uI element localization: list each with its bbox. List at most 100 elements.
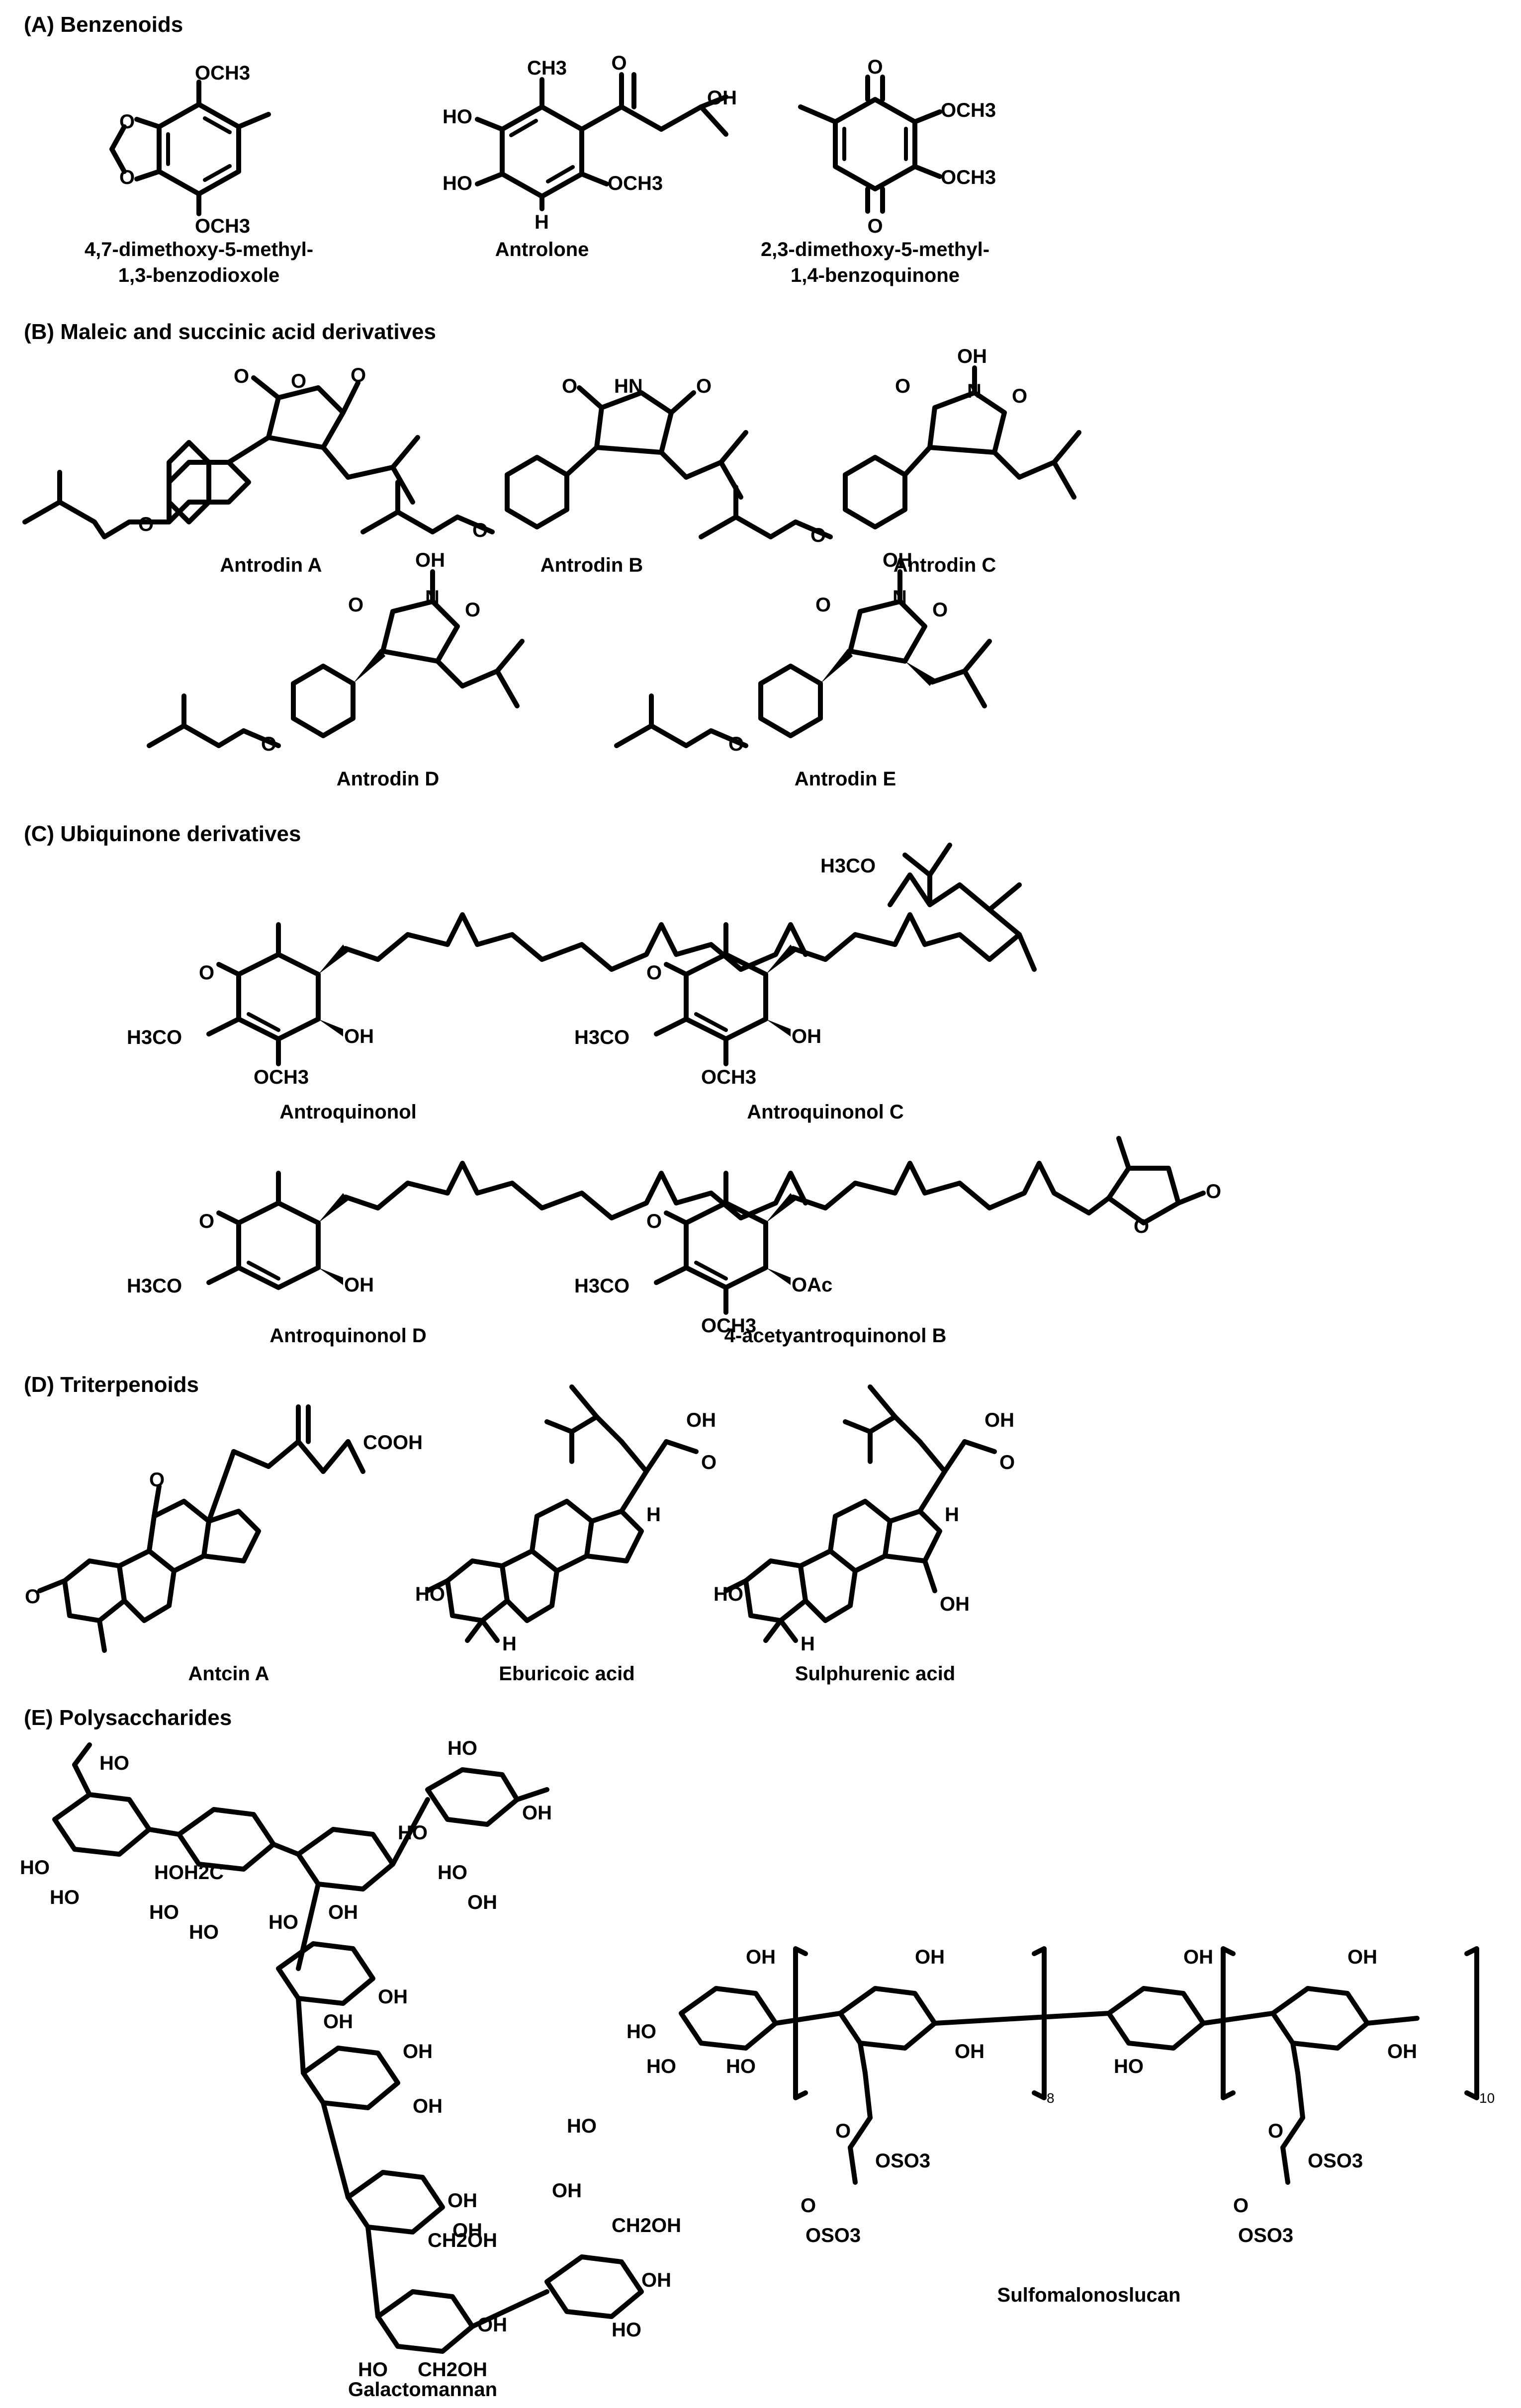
svg-text:O: O <box>810 524 826 546</box>
svg-text:HO: HO <box>415 1583 445 1605</box>
compound-e1-structure: HO HO HO HOH2C HO HO HO HO OH OH HO OH H… <box>20 1737 681 2381</box>
svg-text:O: O <box>1206 1181 1221 1203</box>
svg-text:OCH3: OCH3 <box>608 172 663 194</box>
svg-text:H: H <box>502 1633 517 1655</box>
svg-text:O: O <box>611 52 626 74</box>
section-d-title: (D) Triterpenoids <box>24 1373 199 1397</box>
svg-text:CH2OH: CH2OH <box>612 2215 681 2236</box>
compound-b4-name: Antrodin D <box>337 768 440 790</box>
compound-c2-name: Antroquinonol C <box>747 1101 903 1123</box>
svg-text:O: O <box>562 375 577 397</box>
svg-text:OH: OH <box>467 1892 497 1913</box>
svg-text:OH: OH <box>957 345 987 367</box>
svg-text:HO: HO <box>149 1901 179 1923</box>
compound-d3-structure: HO OH O H H OH <box>714 1384 1015 1655</box>
svg-text:O: O <box>291 370 306 392</box>
svg-text:H3CO: H3CO <box>127 1027 182 1048</box>
svg-text:N: N <box>967 380 982 402</box>
svg-text:O: O <box>999 1452 1015 1473</box>
svg-text:HO: HO <box>443 106 472 128</box>
svg-text:OAc: OAc <box>792 1274 832 1296</box>
svg-text:O: O <box>465 599 480 621</box>
svg-text:HO: HO <box>443 172 472 194</box>
compound-a3-name-line2: 1,4-benzoquinone <box>791 264 960 286</box>
svg-text:OCH3: OCH3 <box>254 1066 309 1088</box>
compound-d3-name: Sulphurenic acid <box>795 1663 955 1685</box>
svg-text:OH: OH <box>1347 1946 1377 1968</box>
svg-text:OH: OH <box>686 1409 716 1431</box>
svg-text:HO: HO <box>268 1911 298 1933</box>
svg-text:H: H <box>945 1504 959 1526</box>
section-a-title: (A) Benzenoids <box>24 12 183 37</box>
svg-text:8: 8 <box>1047 2090 1055 2106</box>
compound-b5-name: Antrodin E <box>795 768 896 790</box>
svg-text:OH: OH <box>328 1901 358 1923</box>
svg-text:OH: OH <box>915 1946 945 1968</box>
svg-text:O: O <box>472 519 488 541</box>
svg-text:O: O <box>646 962 662 984</box>
svg-text:O: O <box>348 594 363 616</box>
svg-text:O: O <box>199 962 214 984</box>
svg-text:HO: HO <box>714 1583 743 1605</box>
svg-text:OCH3: OCH3 <box>701 1315 756 1337</box>
svg-text:O: O <box>867 56 883 78</box>
svg-text:O: O <box>696 375 712 397</box>
svg-text:H3CO: H3CO <box>820 855 876 877</box>
section-b-title: (B) Maleic and succinic acid derivatives <box>24 320 436 344</box>
compound-e2-name: Sulfomalonoslucan <box>997 2284 1181 2306</box>
svg-text:OSO3: OSO3 <box>1308 2150 1363 2172</box>
svg-text:O: O <box>25 1586 40 1608</box>
svg-text:HOH2C: HOH2C <box>154 1862 224 1884</box>
svg-text:H: H <box>801 1633 815 1655</box>
compound-d2-name: Eburicoic acid <box>499 1663 634 1685</box>
svg-text:OSO3: OSO3 <box>1238 2225 1293 2246</box>
svg-text:HO: HO <box>646 2056 676 2077</box>
svg-text:OH: OH <box>746 1946 776 1968</box>
svg-text:HO: HO <box>20 1857 50 1879</box>
svg-text:HO: HO <box>612 2319 641 2341</box>
svg-text:O: O <box>1134 1215 1149 1237</box>
svg-text:H: H <box>535 211 549 233</box>
compound-c4-structure: O H3CO OCH3 OAc O O <box>574 1136 1221 1337</box>
svg-text:O: O <box>138 514 154 535</box>
compound-a3-structure: O O OCH3 OCH3 <box>798 56 996 237</box>
svg-text:HO: HO <box>1114 2056 1144 2077</box>
compound-c2-structure: O H3CO OCH3 OH H3CO <box>574 843 1037 1088</box>
svg-text:OCH3: OCH3 <box>941 99 996 121</box>
svg-text:O: O <box>149 1469 165 1491</box>
svg-text:OCH3: OCH3 <box>941 167 996 188</box>
svg-text:OH: OH <box>415 549 445 571</box>
svg-text:HO: HO <box>50 1887 80 1908</box>
svg-text:HO: HO <box>447 1737 477 1759</box>
svg-text:OH: OH <box>413 2095 443 2117</box>
svg-text:OSO3: OSO3 <box>805 2225 861 2246</box>
compound-b1-structure: O O O O <box>22 364 420 539</box>
svg-text:OCH3: OCH3 <box>701 1066 756 1088</box>
svg-text:OH: OH <box>940 1593 970 1615</box>
svg-text:O: O <box>199 1210 214 1232</box>
section-e-title: (E) Polysaccharides <box>24 1706 232 1730</box>
svg-text:OH: OH <box>344 1026 374 1047</box>
svg-text:O: O <box>801 2195 816 2217</box>
svg-text:O: O <box>646 1210 662 1232</box>
section-c-title: (C) Ubiquinone derivatives <box>24 822 301 846</box>
compound-b3-structure: O O N OH O <box>699 345 1081 546</box>
compound-a1-structure: OCH3 OCH3 O O <box>109 62 271 237</box>
compound-c4-name: 4-acetyantroquinonol B <box>724 1325 947 1347</box>
svg-text:H3CO: H3CO <box>127 1275 182 1297</box>
svg-text:O: O <box>728 733 744 755</box>
compound-c3-name: Antroquinonol D <box>269 1325 426 1347</box>
svg-text:OH: OH <box>552 2180 582 2202</box>
svg-text:OH: OH <box>477 2314 507 2336</box>
svg-text:OH: OH <box>378 1986 408 2008</box>
svg-text:HO: HO <box>726 2056 756 2077</box>
svg-text:O: O <box>835 2120 851 2142</box>
compound-a1-name-line1: 4,7-dimethoxy-5-methyl- <box>85 239 313 260</box>
compound-b2-name: Antrodin B <box>540 554 643 576</box>
svg-text:OH: OH <box>344 1274 374 1296</box>
svg-text:OH: OH <box>984 1409 1014 1431</box>
svg-text:CH2OH: CH2OH <box>428 2230 497 2251</box>
svg-text:O: O <box>815 594 831 616</box>
compound-c1-name: Antroquinonol <box>279 1101 416 1123</box>
